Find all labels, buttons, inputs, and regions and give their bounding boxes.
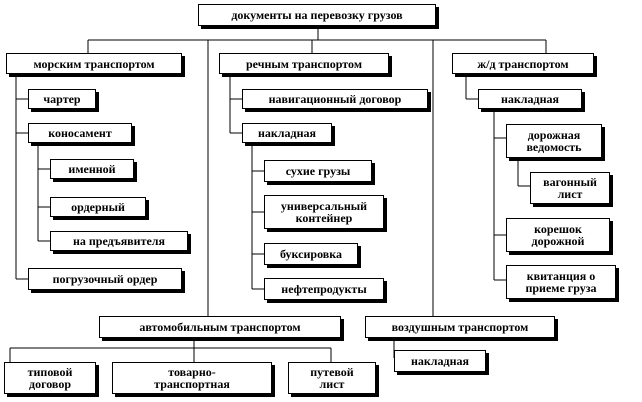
charter-box: чартер (28, 89, 96, 109)
wagon-sheet-box: вагонный лист (530, 172, 610, 204)
rail-waybill-box: накладная (478, 89, 582, 109)
navigation-contract-box: навигационный договор (242, 89, 428, 109)
root-box: документы на перевозку грузов (198, 4, 436, 26)
oil-products-box: нефтепродукты (264, 278, 384, 300)
universal-container-box: универсальный контейнер (264, 195, 384, 229)
bill-of-lading-box: коносамент (28, 123, 132, 143)
loading-order-box: погрузочный ордер (28, 268, 182, 290)
receipt-box: квитанция о приеме груза (506, 265, 616, 299)
air-waybill-box: накладная (394, 350, 486, 372)
road-stub-box: корешок дорожной (506, 218, 610, 252)
road-transport-box: автомобильным транспортом (99, 316, 341, 338)
river-transport-box: речным транспортом (219, 53, 389, 74)
air-transport-box: воздушным транспортом (365, 316, 555, 338)
named-bill-box: именной (50, 159, 134, 179)
towing-box: буксировка (264, 243, 358, 265)
dry-cargo-box: сухие грузы (264, 160, 372, 182)
trip-sheet-box: путевой лист (288, 362, 376, 394)
rail-transport-box: ж/д транспортом (452, 53, 594, 74)
consignment-note-box: товарно- транспортная (112, 362, 272, 394)
order-bill-box: ордерный (50, 197, 146, 217)
bearer-bill-box: на предъявителя (50, 231, 188, 251)
river-waybill-box: накладная (242, 123, 332, 143)
road-sheet-box: дорожная ведомость (506, 124, 602, 158)
sea-transport-box: морским транспортом (6, 53, 182, 74)
standard-contract-box: типовой договор (4, 362, 96, 394)
